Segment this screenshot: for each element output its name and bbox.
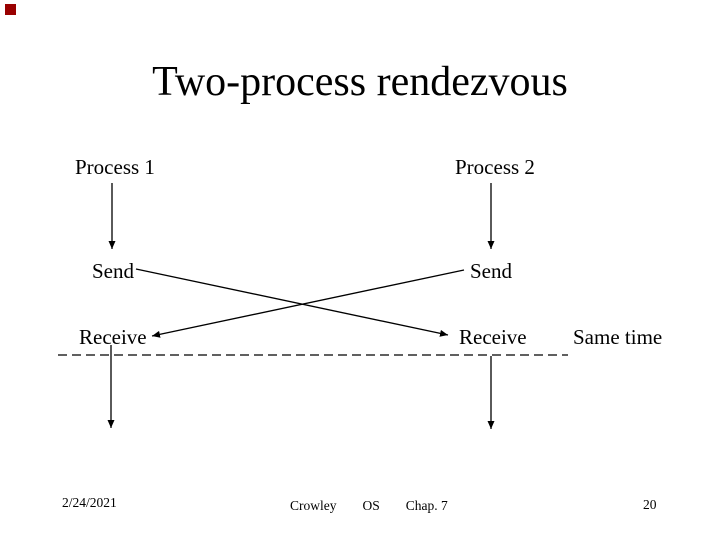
- process2-label: Process 2: [455, 155, 535, 179]
- footer-credit-course: OS: [362, 498, 380, 513]
- same-time-label: Same time: [573, 325, 663, 349]
- process1-receive-label: Receive: [79, 325, 147, 349]
- send2-to-receive1-arrow: [151, 269, 465, 338]
- footer-credit-chapter: Chap. 7: [405, 498, 448, 513]
- footer-credit-author: Crowley: [290, 498, 337, 513]
- corner-marker: [5, 4, 16, 15]
- footer-credit: Crowley OS Chap. 7: [290, 499, 448, 513]
- process2-receive-label: Receive: [459, 325, 527, 349]
- process2-send-label: Send: [470, 259, 512, 283]
- process1-send-label: Send: [92, 259, 134, 283]
- slide-title: Two-process rendezvous: [152, 59, 568, 105]
- footer-page-number: 20: [643, 497, 657, 512]
- send1-to-receive2-arrow: [135, 268, 449, 337]
- process1-label: Process 1: [75, 155, 155, 179]
- footer-date: 2/24/2021: [62, 495, 117, 510]
